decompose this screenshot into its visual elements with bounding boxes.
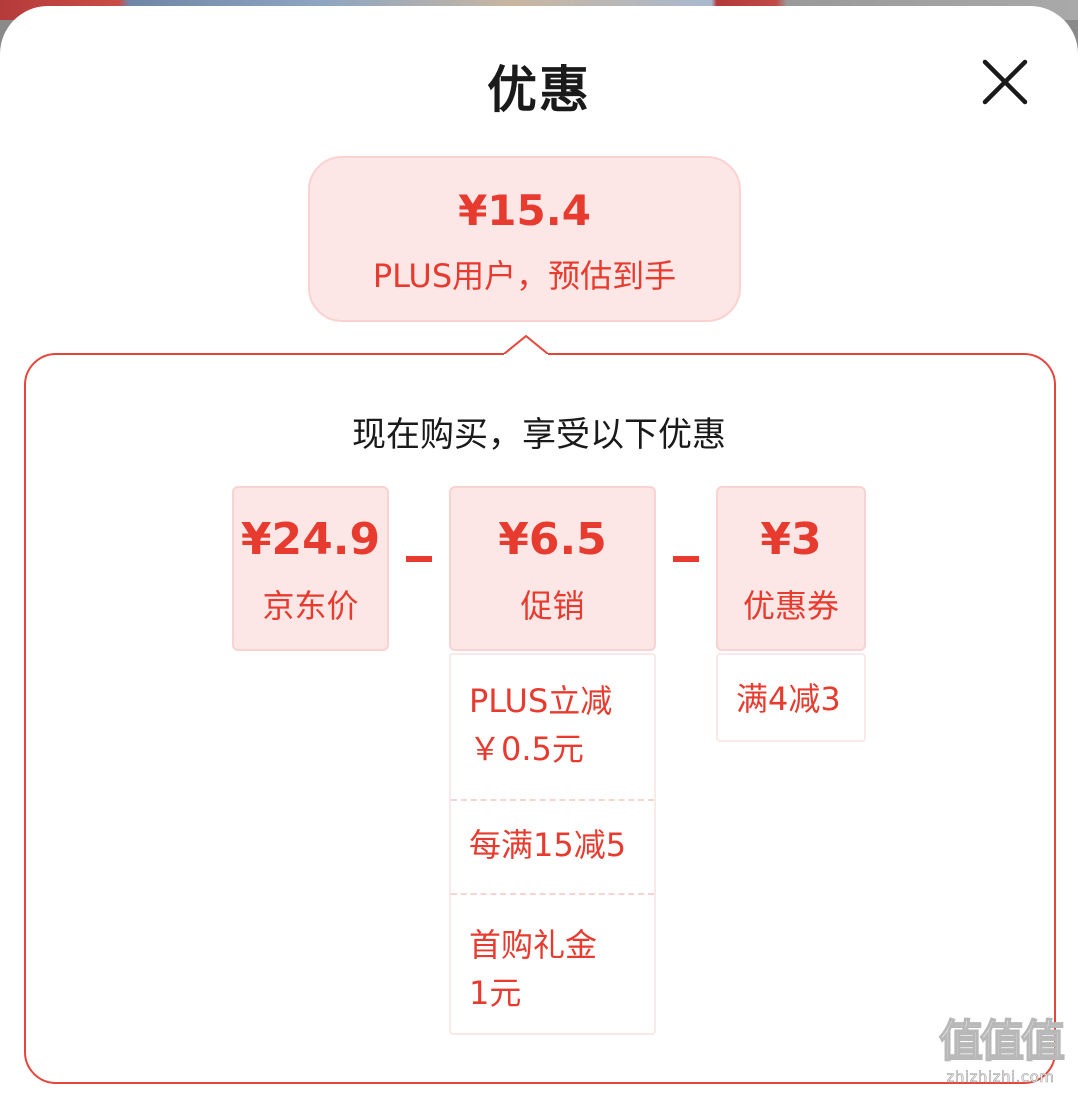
coupon-label: 优惠券 <box>742 587 839 625</box>
estimated-price-bubble: ¥15.4 PLUS用户，预估到手 <box>308 156 741 322</box>
jd-price-card: ¥24.9 京东价 <box>232 486 389 651</box>
list-item: 首购礼金 <box>469 926 598 964</box>
promotion-card: ¥6.5 促销 <box>449 486 656 651</box>
promotion-value: ¥6.5 <box>498 514 607 565</box>
promotion-details: PLUS立减 ￥0.5元 每满15减5 首购礼金 1元 <box>449 653 656 1035</box>
list-item: ￥0.5元 <box>469 730 584 768</box>
close-icon <box>982 59 1028 105</box>
minus-sign <box>673 556 699 562</box>
list-item: 满4减3 <box>736 680 841 718</box>
divider <box>451 893 654 895</box>
promotion-label: 促销 <box>520 587 585 625</box>
divider <box>451 799 654 801</box>
jd-price-label: 京东价 <box>262 587 359 625</box>
estimated-price: ¥15.4 <box>458 186 591 235</box>
watermark-logo: 值值值 <box>938 1015 1066 1068</box>
promotion-detail-full-reduction: 每满15减5 <box>451 801 654 893</box>
jd-price-value: ¥24.9 <box>240 514 381 565</box>
promotion-detail-first-purchase: 首购礼金 1元 <box>451 895 654 1017</box>
watermark: 值值值 zhizhizhi.com <box>928 1015 1073 1092</box>
promotion-detail-plus: PLUS立减 ￥0.5元 <box>451 655 654 799</box>
panel-heading: 现在购买，享受以下优惠 <box>352 415 726 455</box>
list-item: 1元 <box>469 974 522 1012</box>
coupon-value: ¥3 <box>760 514 822 565</box>
list-item: PLUS立减 <box>469 682 613 720</box>
close-button[interactable] <box>975 52 1035 112</box>
list-item: 每满15减5 <box>469 826 627 864</box>
coupon-details: 满4减3 <box>716 653 866 742</box>
panel-pointer <box>504 334 548 356</box>
sheet-title: 优惠 <box>487 61 591 119</box>
watermark-url: zhizhizhi.com <box>946 1068 1055 1087</box>
minus-sign <box>406 556 432 562</box>
coupon-card: ¥3 优惠券 <box>716 486 866 651</box>
estimated-price-note: PLUS用户，预估到手 <box>372 257 677 295</box>
